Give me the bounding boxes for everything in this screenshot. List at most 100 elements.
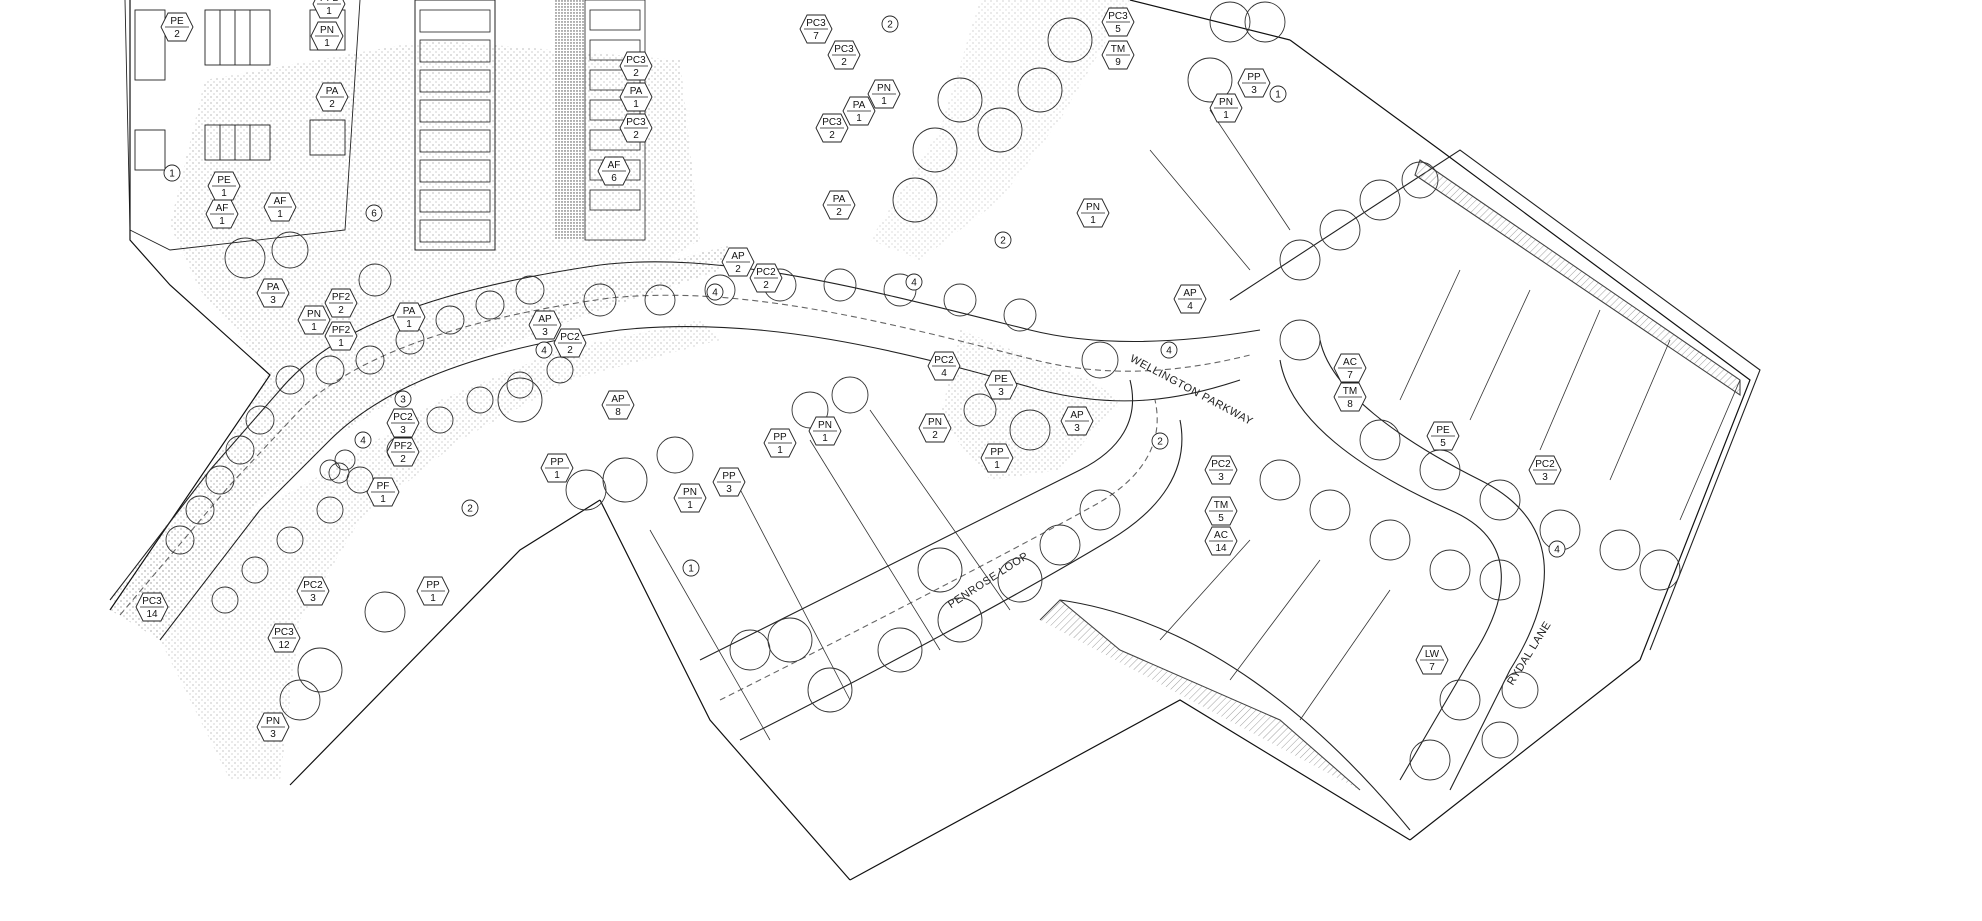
plant-code: PN <box>683 487 697 498</box>
plant-tag: TM8 <box>1333 382 1367 412</box>
plant-code: PC3 <box>142 596 162 607</box>
plant-code: PC3 <box>626 55 646 66</box>
plant-quantity: 4 <box>1187 301 1193 312</box>
plant-tag: PP1 <box>416 576 450 606</box>
keyed-note: 4 <box>354 431 372 449</box>
keyed-note-circle <box>535 341 553 359</box>
keyed-note-number: 2 <box>887 20 893 31</box>
plant-quantity: 3 <box>1542 472 1548 483</box>
plant-quantity: 2 <box>829 130 835 141</box>
plant-quantity: 1 <box>687 500 693 511</box>
keyed-note: 2 <box>1151 432 1169 450</box>
road-name-label: WELLINGTON PARKWAY <box>1128 353 1255 428</box>
plant-code: PC3 <box>806 18 826 29</box>
plant-code: PN <box>928 417 942 428</box>
keyed-note: 4 <box>905 273 923 291</box>
keyed-note-number: 4 <box>360 436 366 447</box>
plant-quantity: 8 <box>615 407 621 418</box>
plant-quantity: 1 <box>326 6 332 17</box>
plant-code: PC2 <box>934 355 954 366</box>
keyed-note-circle <box>394 390 412 408</box>
plant-code: PE <box>1436 425 1450 436</box>
plant-tag: AF6 <box>597 156 631 186</box>
plant-tag: PN 1 <box>673 483 707 513</box>
plant-quantity: 1 <box>777 445 783 456</box>
plant-quantity: 12 <box>278 640 290 651</box>
plant-quantity: 14 <box>146 609 158 620</box>
plant-tag: PP1 <box>763 428 797 458</box>
plant-code: PA <box>403 306 416 317</box>
keyed-note-number: 2 <box>467 504 473 515</box>
plant-code: PE <box>217 175 231 186</box>
plant-quantity: 3 <box>1218 472 1224 483</box>
plant-code: PE <box>170 16 184 27</box>
keyed-note-circle <box>1160 341 1178 359</box>
plant-quantity: 14 <box>1215 543 1227 554</box>
keyed-note: 4 <box>535 341 553 359</box>
plant-quantity: 1 <box>1090 215 1096 226</box>
plant-tag: PP3 <box>712 467 746 497</box>
plant-code: PF <box>377 481 390 492</box>
plant-tag: PA2 <box>315 82 349 112</box>
plant-code: PC2 <box>393 412 413 423</box>
plant-quantity: 3 <box>270 295 276 306</box>
plant-tag: AF1 <box>205 199 239 229</box>
plant-code: AF <box>274 196 287 207</box>
plant-quantity: 2 <box>633 68 639 79</box>
plant-code: PN <box>1219 97 1233 108</box>
plant-code: PC2 <box>560 332 580 343</box>
plant-code: PF2 <box>332 325 351 336</box>
plant-tag: PP3 <box>1237 68 1271 98</box>
plant-quantity: 9 <box>1115 57 1121 68</box>
plant-tag: PN1 <box>1076 198 1110 228</box>
keyed-note-number: 4 <box>1554 545 1560 556</box>
keyed-note: 2 <box>881 15 899 33</box>
keyed-note: 1 <box>682 559 700 577</box>
keyed-note: 4 <box>706 283 724 301</box>
plant-quantity: 3 <box>400 425 406 436</box>
plant-quantity: 1 <box>219 216 225 227</box>
plant-tag: PA1 <box>842 96 876 126</box>
plant-tag: PA1 <box>619 82 653 112</box>
plant-quantity: 1 <box>994 460 1000 471</box>
tree-symbols <box>165 1 1681 781</box>
plant-quantity: 3 <box>542 327 548 338</box>
plant-code: AC <box>1343 357 1357 368</box>
plant-quantity: 2 <box>174 29 180 40</box>
plant-tag: PN1 <box>867 79 901 109</box>
plant-code: PF2 <box>394 441 413 452</box>
plant-quantity: 2 <box>836 207 842 218</box>
plant-tag: PA1 <box>392 302 426 332</box>
plant-code: PC3 <box>274 627 294 638</box>
plant-quantity: 1 <box>324 38 330 49</box>
plant-code: PC2 <box>756 267 776 278</box>
plant-quantity: 2 <box>633 130 639 141</box>
plant-tag: AC 14 <box>1204 526 1238 556</box>
keyed-note: 6 <box>365 204 383 222</box>
plant-code: PE <box>994 374 1008 385</box>
keyed-note-number: 1 <box>1275 90 1281 101</box>
plant-code: PA <box>833 194 846 205</box>
penrose-loop-road <box>699 379 1411 831</box>
plant-tag: AP2 <box>721 247 755 277</box>
plant-code: PC2 <box>1535 459 1555 470</box>
plant-code: PP <box>550 457 564 468</box>
plant-code: AC <box>1214 530 1228 541</box>
plant-tag: PE3 <box>984 370 1018 400</box>
plant-tag: PN2 <box>918 413 952 443</box>
keyed-note-number: 1 <box>169 169 175 180</box>
plant-code: PP <box>426 580 440 591</box>
plant-quantity: 2 <box>329 99 335 110</box>
plant-code: AP <box>611 394 625 405</box>
plant-quantity: 7 <box>813 31 819 42</box>
plant-tag: AF1 <box>263 192 297 222</box>
plant-code: PC2 <box>1211 459 1231 470</box>
